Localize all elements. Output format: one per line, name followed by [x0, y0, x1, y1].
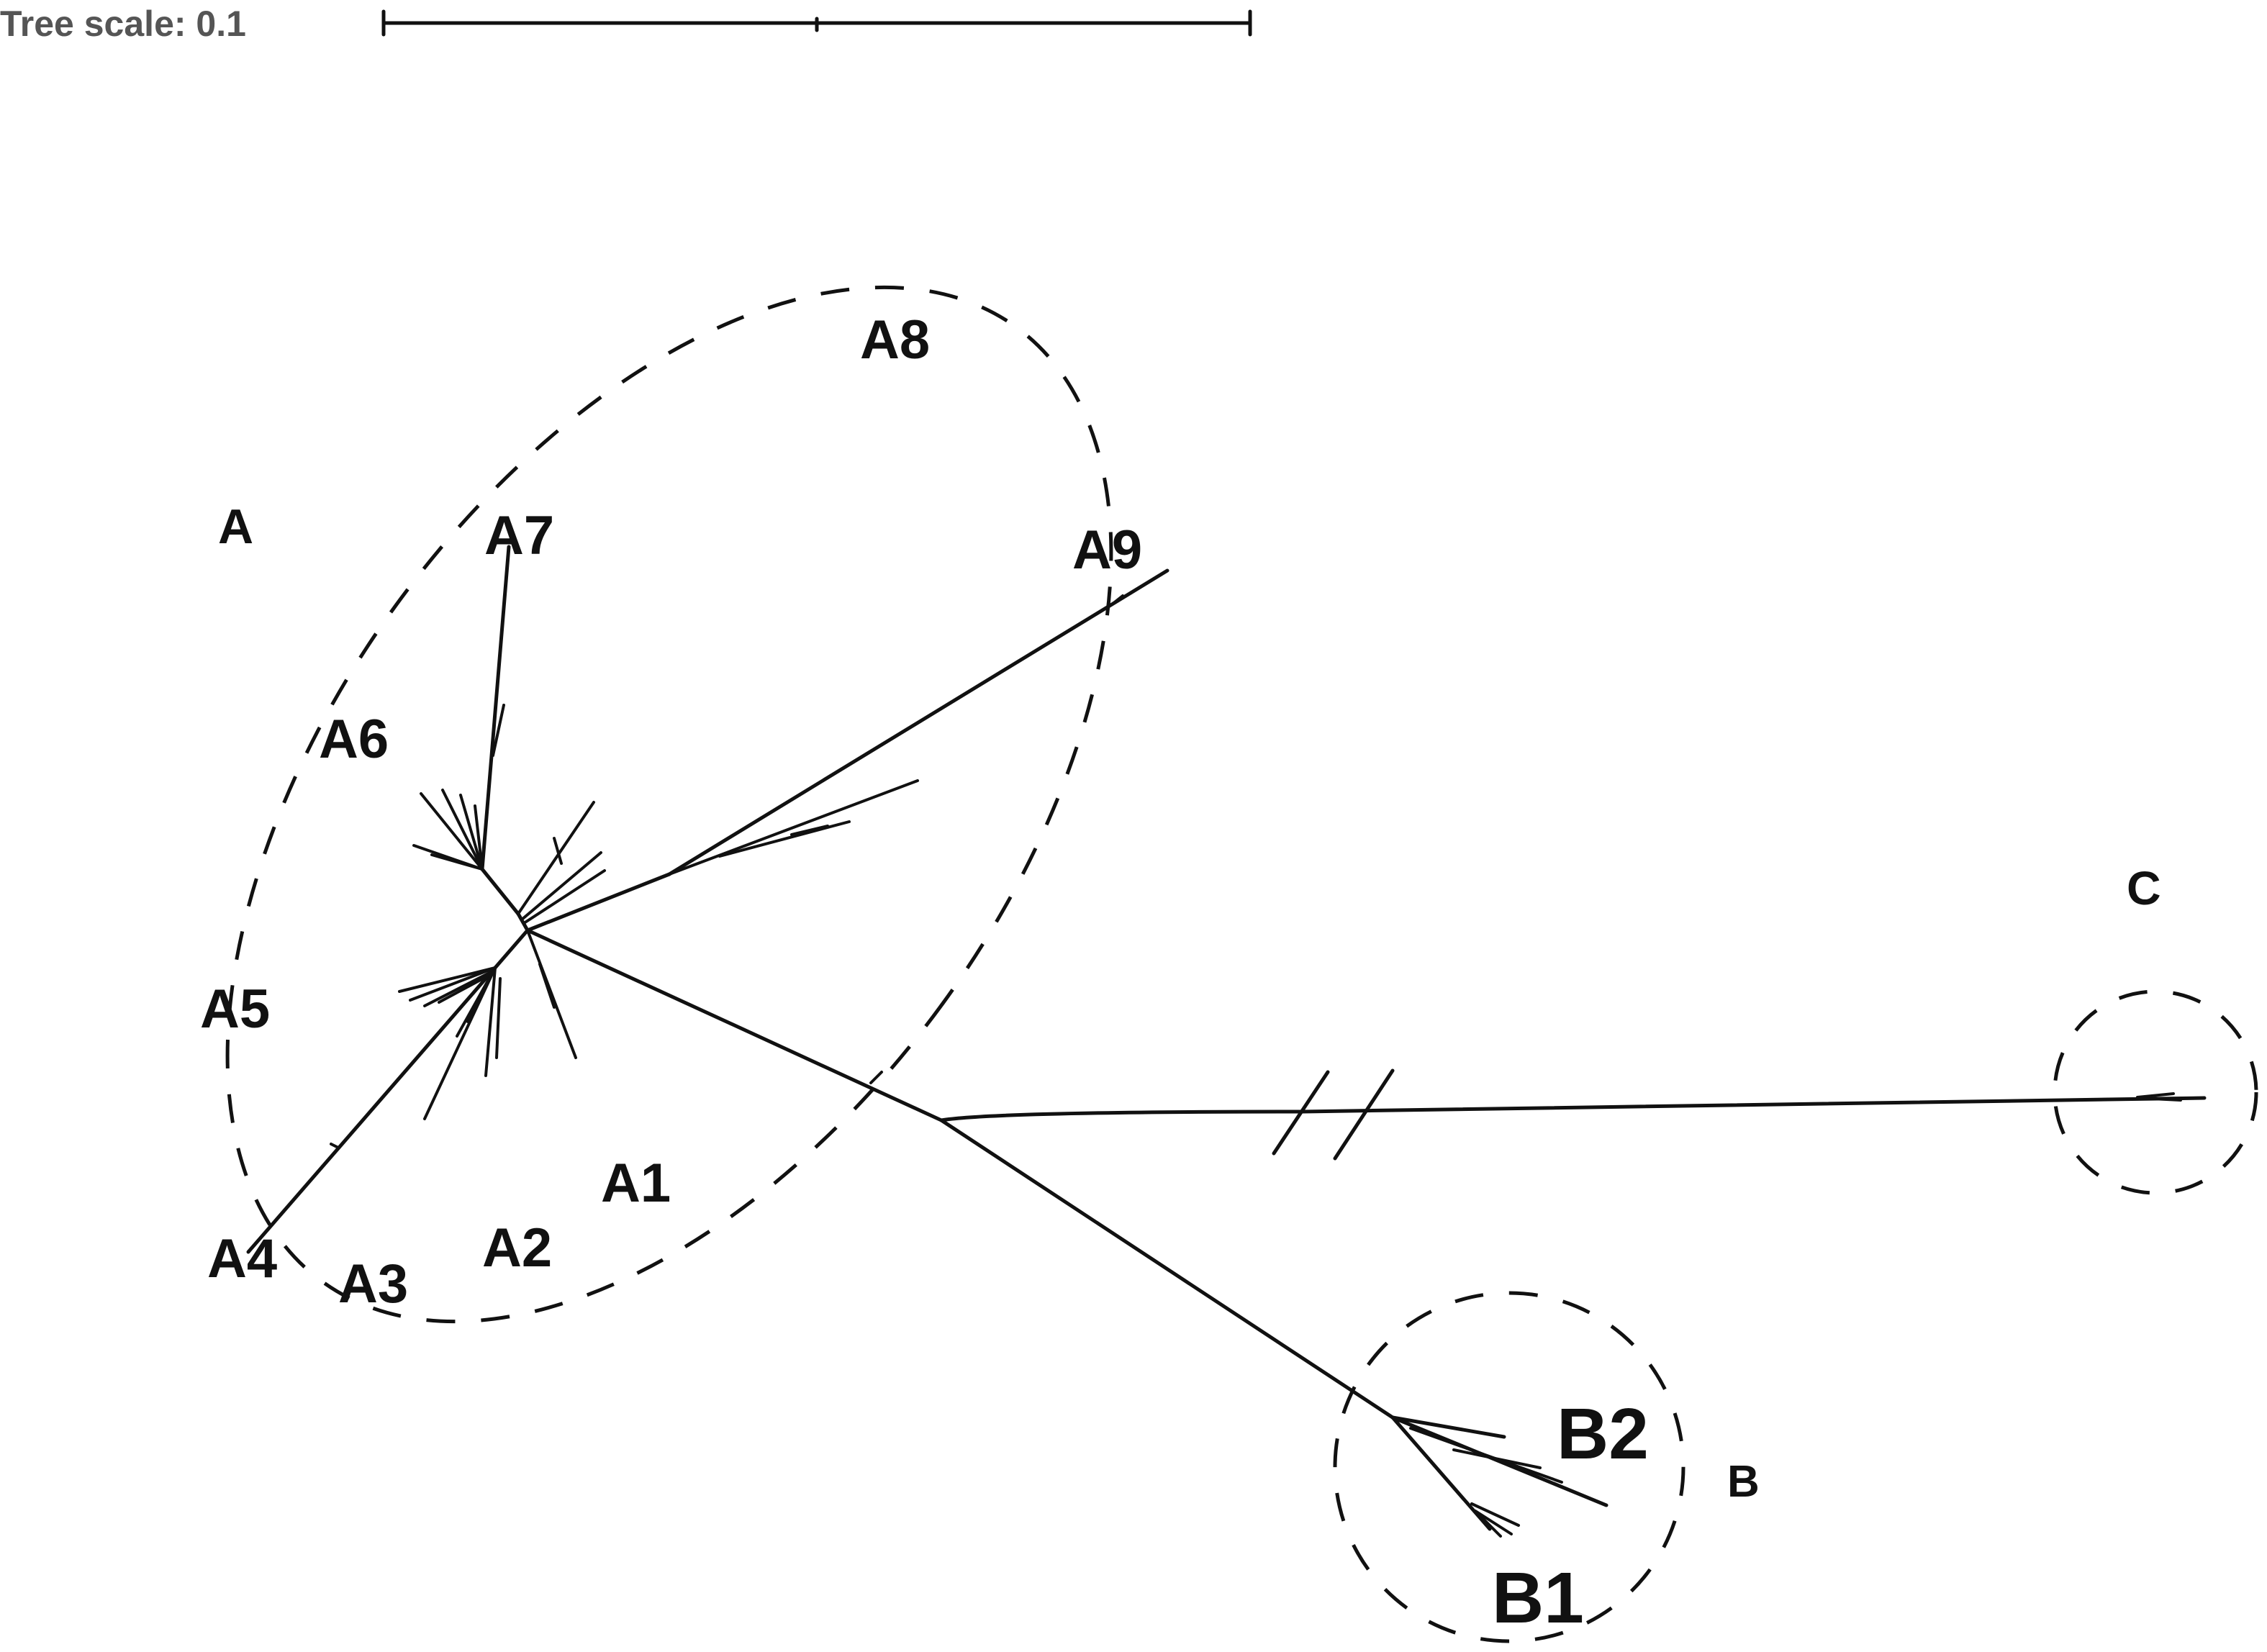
- label-subclade-a5: A5: [200, 979, 270, 1040]
- branch-backbone: [525, 928, 944, 1122]
- branch-lower-2: [456, 966, 497, 1038]
- branch-c-tip-2: [2150, 1097, 2182, 1102]
- branch-center-4: [553, 837, 563, 865]
- branch-b1-2: [1474, 1510, 1513, 1535]
- branch-b2-4: [1452, 1448, 1542, 1469]
- branch-a4: [246, 966, 497, 1254]
- branch-hash-mark: [869, 1071, 883, 1084]
- branch-b2-1: [1390, 1415, 1506, 1439]
- branch-a8-a9-stem: [525, 872, 671, 932]
- label-subclade-a2: A2: [482, 1217, 552, 1279]
- branch-a6-1: [420, 792, 484, 871]
- label-subclade-a1: A1: [601, 1153, 671, 1214]
- branch-b1-3: [1478, 1513, 1502, 1538]
- branch-a8-2: [718, 820, 851, 858]
- branch-a5-2: [409, 966, 497, 1002]
- branch-to-clade-c: [939, 1096, 2207, 1122]
- branch-to-clade-b: [939, 1118, 1395, 1420]
- branch-break-mark-1: [1272, 1070, 1330, 1156]
- label-clade-a: A: [218, 499, 253, 554]
- label-clade-b: B: [1727, 1457, 1760, 1507]
- branch-a-core-2: [480, 867, 520, 916]
- clade-c-boundary: [2053, 989, 2258, 1195]
- branch-center-1: [517, 801, 595, 915]
- branch-a6-6: [474, 804, 484, 871]
- branch-a9: [667, 568, 1169, 876]
- branch-a4-side: [330, 1143, 340, 1149]
- branch-a1-side: [538, 963, 556, 1009]
- label-clade-c: C: [2127, 861, 2161, 914]
- label-subclade-a8: A8: [860, 309, 930, 371]
- branch-a7: [480, 545, 511, 871]
- branch-a-core-3: [493, 928, 530, 970]
- branch-a8-1: [668, 779, 919, 876]
- clade-a-boundary: [225, 285, 1113, 1324]
- branch-a6-3: [459, 794, 484, 871]
- branch-a5-1: [398, 966, 497, 993]
- label-subclade-b2: B2: [1557, 1394, 1649, 1474]
- label-subclade-a4: A4: [207, 1228, 277, 1289]
- label-subclade-b1: B1: [1492, 1558, 1584, 1638]
- branch-a9-tip: [1110, 594, 1124, 606]
- branch-b1: [1390, 1415, 1492, 1531]
- clade-b-boundary: [1333, 1291, 1685, 1643]
- branch-c-tip-1: [2136, 1092, 2175, 1099]
- tree-branches: [246, 545, 2207, 1538]
- label-subclade-a7: A7: [484, 505, 554, 566]
- branch-a7-side: [492, 704, 505, 757]
- branch-b1-1: [1470, 1502, 1520, 1527]
- branch-a6-5: [430, 853, 484, 871]
- branch-a6-2: [441, 789, 484, 871]
- branch-break-mark-2: [1333, 1068, 1395, 1161]
- branch-a8-3: [790, 825, 829, 836]
- scale-bar: Tree scale: 0.1: [0, 4, 1252, 44]
- label-subclade-a3: A3: [338, 1253, 408, 1315]
- branch-a5-4: [438, 976, 487, 1004]
- branch-a2: [484, 966, 497, 1077]
- label-subclade-a9: A9: [1072, 519, 1142, 581]
- branch-a-core-1: [516, 912, 530, 932]
- branch-center-3: [522, 869, 606, 925]
- label-subclade-a6: A6: [319, 709, 389, 770]
- scale-bar-label: Tree scale: 0.1: [0, 4, 246, 44]
- branch-a2-side: [495, 977, 502, 1059]
- branch-a5-3: [423, 971, 491, 1007]
- branch-a1: [526, 929, 577, 1059]
- branch-center-2: [520, 851, 602, 921]
